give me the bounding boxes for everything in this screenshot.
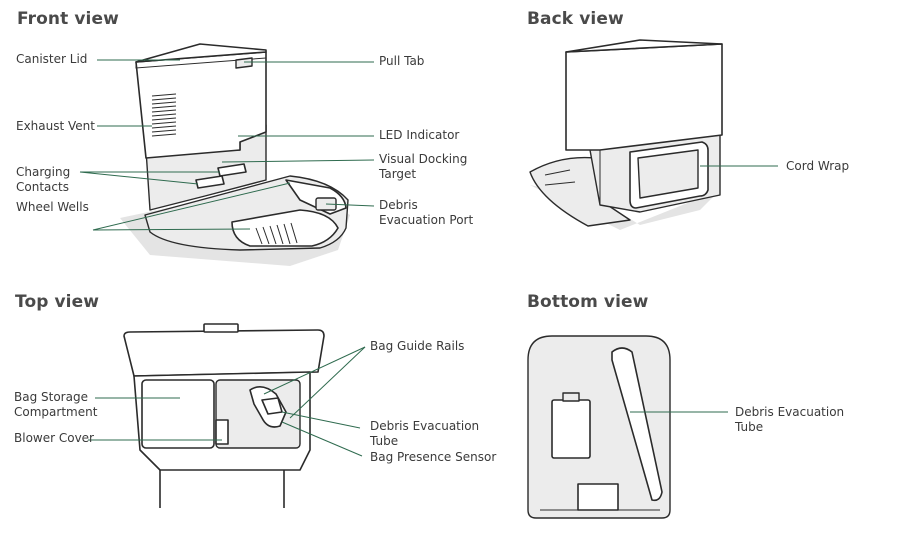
blower-cover-label: Blower Cover bbox=[14, 431, 94, 445]
pull-tab-label: Pull Tab bbox=[379, 54, 425, 68]
led-indicator-label: LED Indicator bbox=[379, 128, 460, 142]
charging-contacts-label: Charging Contacts bbox=[16, 165, 71, 194]
front-view-dock-illustration bbox=[120, 43, 350, 266]
bag-presence-sensor-label: Bag Presence Sensor bbox=[370, 450, 497, 464]
debris-evacuation-port-label: Debris Evacuation Port bbox=[379, 198, 474, 227]
top-debris-evacuation-tube-label: Debris Evacuation Tube bbox=[370, 419, 480, 448]
canister-lid-label: Canister Lid bbox=[16, 52, 88, 66]
leader-lines bbox=[79, 59, 778, 457]
exhaust-vent-label: Exhaust Vent bbox=[16, 119, 95, 133]
front-view-title: Front view bbox=[17, 9, 119, 29]
bag-guide-rails-label: Bag Guide Rails bbox=[370, 339, 465, 353]
wheel-wells-label: Wheel Wells bbox=[16, 200, 89, 214]
bottom-debris-evacuation-tube-label: Debris Evacuation Tube bbox=[735, 405, 845, 434]
visual-docking-target-label: Visual Docking Target bbox=[379, 152, 468, 181]
back-view-dock-illustration bbox=[529, 39, 723, 230]
cord-wrap-label: Cord Wrap bbox=[786, 159, 850, 173]
bottom-view-title: Bottom view bbox=[527, 292, 649, 312]
top-view-dock-illustration bbox=[123, 323, 325, 508]
bottom-view-dock-illustration bbox=[527, 335, 671, 519]
back-view-title: Back view bbox=[527, 9, 624, 29]
bag-storage-compartment-label: Bag Storage Compartment bbox=[14, 390, 98, 419]
top-view-title: Top view bbox=[15, 292, 100, 312]
